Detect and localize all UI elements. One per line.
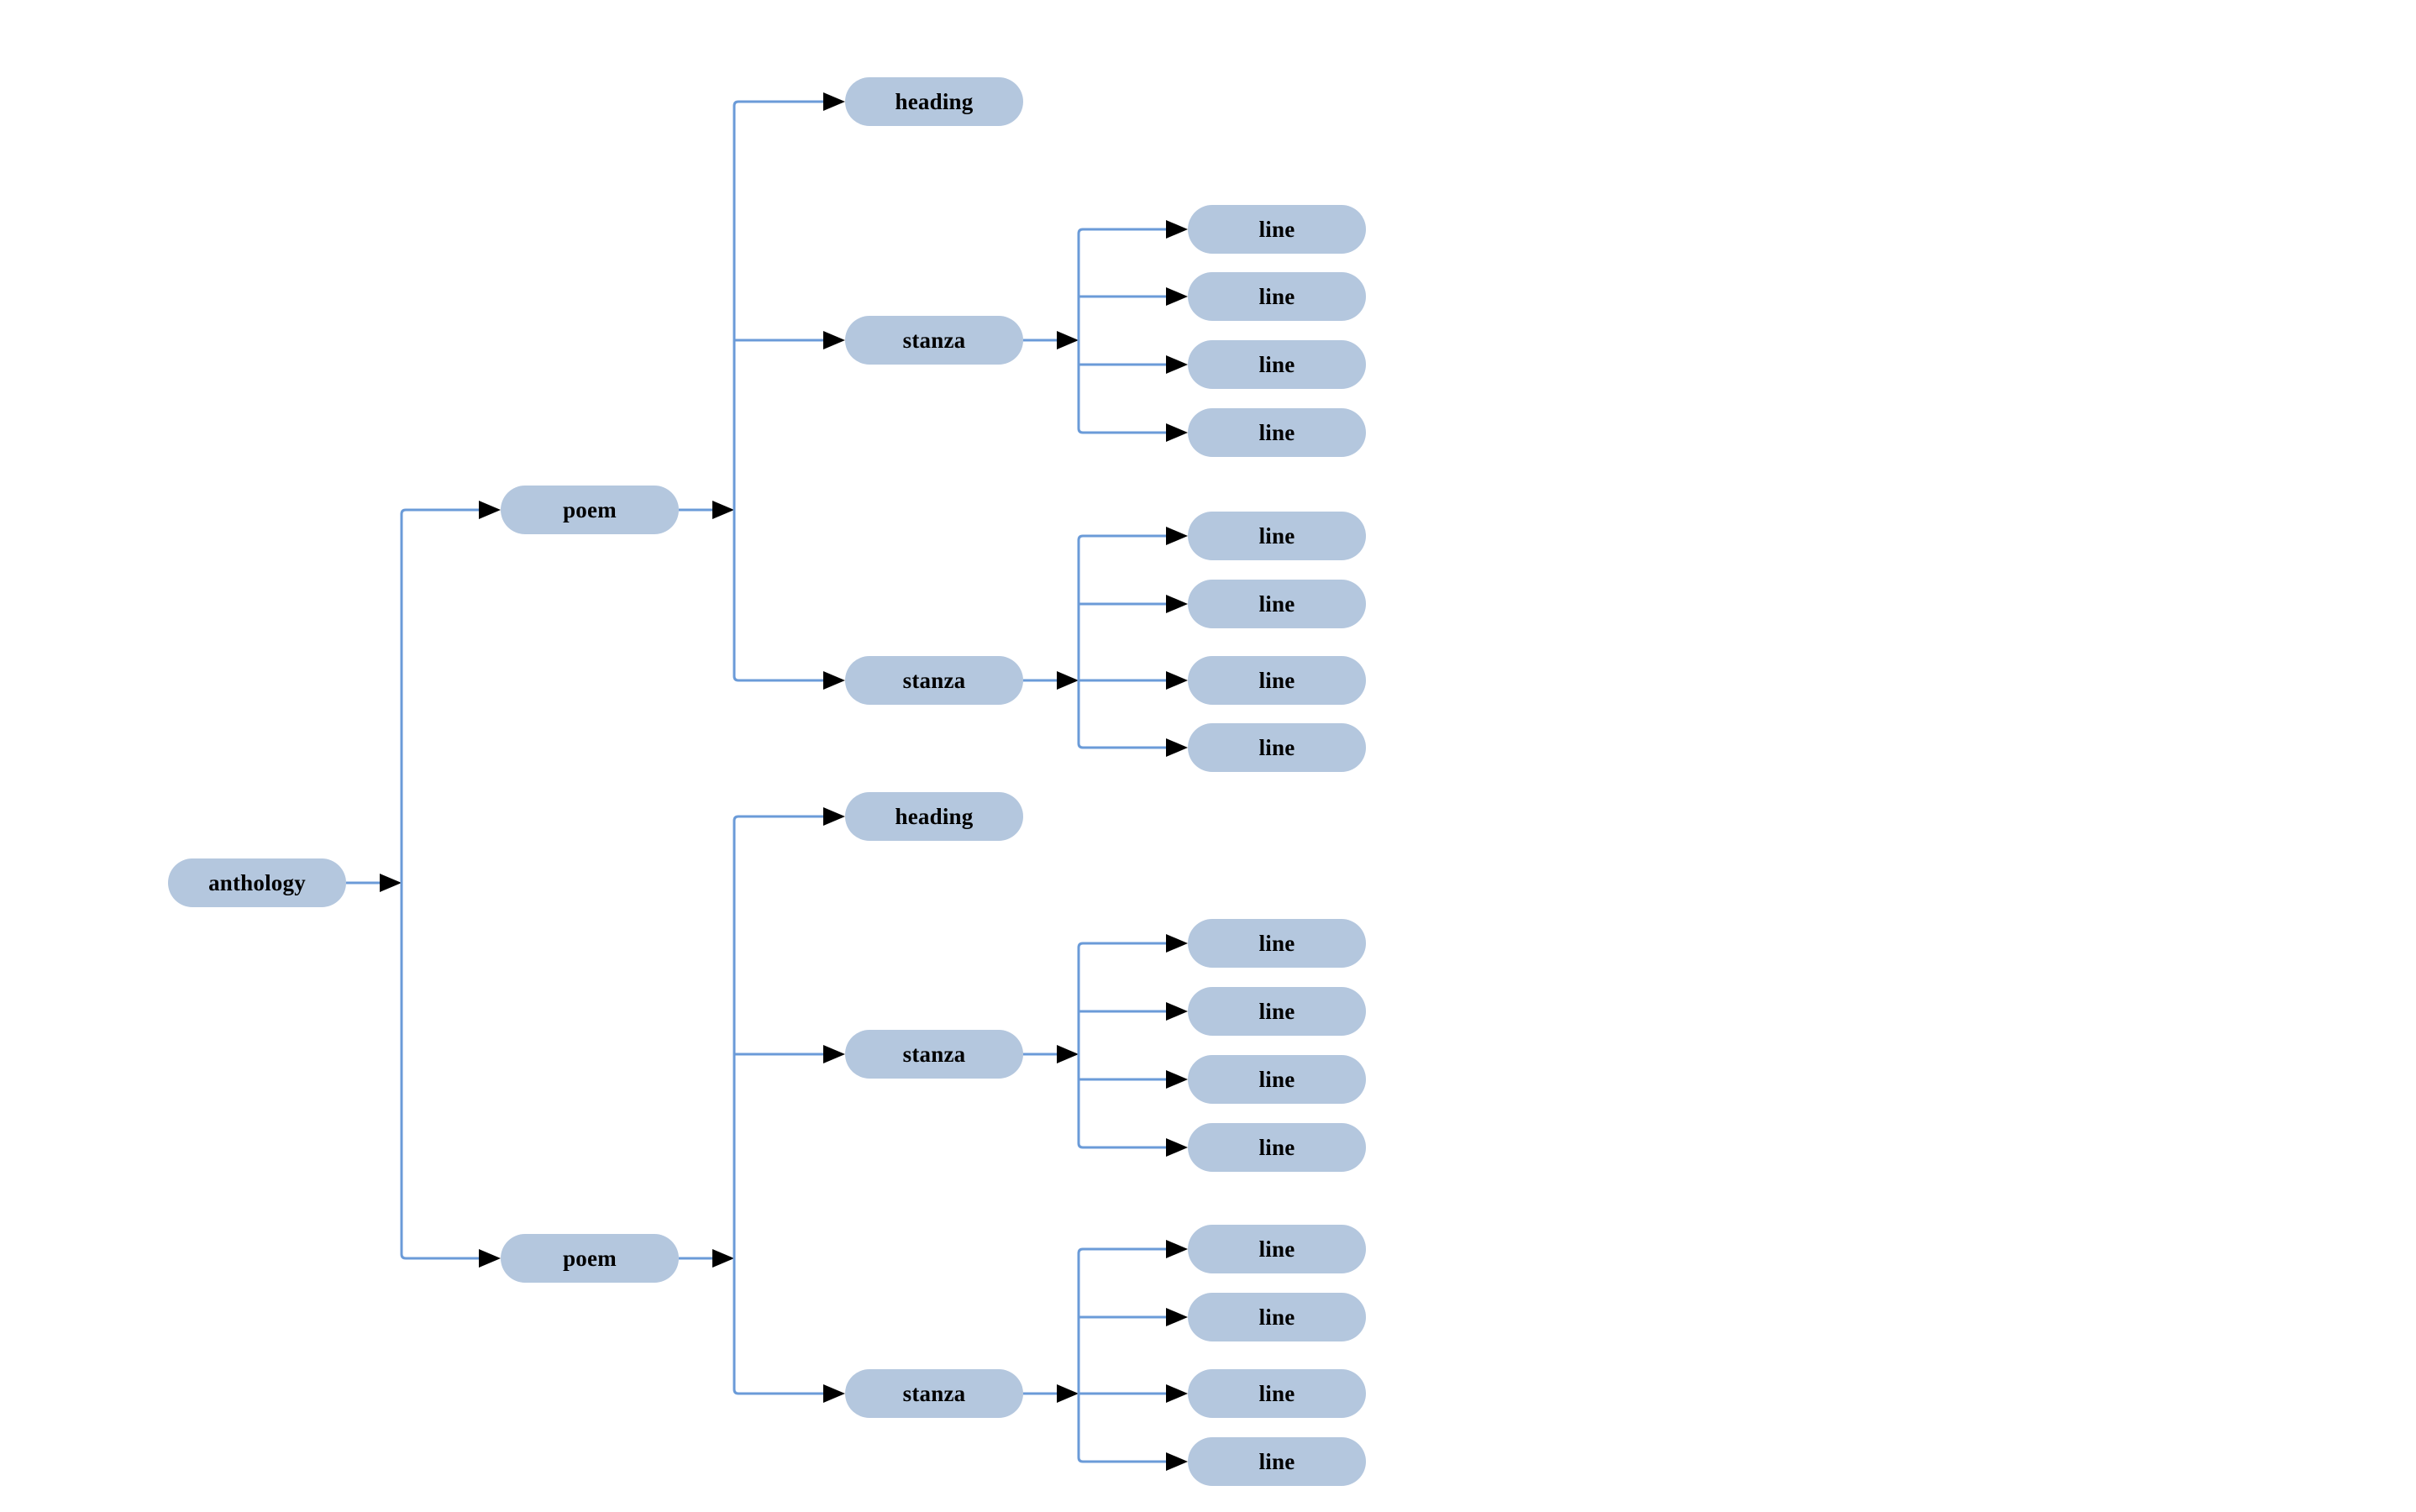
edge-arrowhead — [1057, 671, 1079, 690]
edge-line — [733, 815, 739, 1395]
edge-arrowhead — [1057, 1045, 1079, 1063]
node-label: stanza — [902, 327, 966, 353]
node-p2-s1-l1[interactable]: line — [1188, 919, 1366, 968]
node-label: line — [1258, 667, 1295, 693]
node-label: line — [1258, 216, 1295, 242]
edge-arrowhead — [1166, 595, 1188, 613]
node-anthology[interactable]: anthology — [168, 858, 346, 907]
edge-arrowhead — [479, 501, 501, 519]
node-p2-s2-l4[interactable]: line — [1188, 1437, 1366, 1486]
edge-arrowhead — [823, 331, 845, 349]
edge-arrowhead — [1166, 1002, 1188, 1021]
node-p1-s1-l2[interactable]: line — [1188, 272, 1366, 321]
node-p1-s2-l3[interactable]: line — [1188, 656, 1366, 705]
edge-arrowhead — [380, 874, 402, 892]
edge-arrowhead — [479, 1249, 501, 1268]
edge-arrowhead — [1166, 527, 1188, 545]
edge-arrowhead — [712, 1249, 734, 1268]
node-label: poem — [563, 1245, 617, 1271]
edge-arrowhead — [1057, 1384, 1079, 1403]
edge-arrowhead — [1166, 671, 1188, 690]
edge-arrowhead — [1166, 1240, 1188, 1258]
node-label: line — [1258, 930, 1295, 956]
node-label: line — [1258, 1380, 1295, 1406]
node-p1-stanza1[interactable]: stanza — [845, 316, 1023, 365]
edge-arrowhead — [1166, 1452, 1188, 1471]
node-label: stanza — [902, 1380, 966, 1406]
node-label: line — [1258, 1304, 1295, 1330]
node-label: line — [1258, 591, 1295, 617]
node-label: anthology — [208, 869, 306, 895]
edge-arrowhead — [823, 671, 845, 690]
node-p1-s2-l1[interactable]: line — [1188, 512, 1366, 560]
node-p2-s1-l3[interactable]: line — [1188, 1055, 1366, 1104]
edge-arrowhead — [1166, 1308, 1188, 1326]
edge-arrowhead — [1166, 1138, 1188, 1157]
node-p1-s1-l4[interactable]: line — [1188, 408, 1366, 457]
edge-arrowhead — [823, 1045, 845, 1063]
node-label: stanza — [902, 667, 966, 693]
node-label: heading — [895, 88, 974, 114]
node-p2-stanza1[interactable]: stanza — [845, 1030, 1023, 1079]
node-p2-s1-l2[interactable]: line — [1188, 987, 1366, 1036]
edge-arrowhead — [712, 501, 734, 519]
edge-arrowhead — [1166, 423, 1188, 442]
node-label: heading — [895, 803, 974, 829]
node-p1-s1-l1[interactable]: line — [1188, 205, 1366, 254]
node-p2-s2-l1[interactable]: line — [1188, 1225, 1366, 1273]
node-p1-s1-l3[interactable]: line — [1188, 340, 1366, 389]
edge-arrowhead — [823, 1384, 845, 1403]
edge-arrowhead — [1166, 1384, 1188, 1403]
edge-arrowhead — [1166, 934, 1188, 953]
node-label: poem — [563, 496, 617, 522]
edge-line — [400, 508, 407, 1260]
node-p2-stanza2[interactable]: stanza — [845, 1369, 1023, 1418]
edge-arrowhead — [1057, 331, 1079, 349]
edge-line — [1077, 1247, 1084, 1463]
edge-arrowhead — [1166, 220, 1188, 239]
edge-arrowhead — [823, 92, 845, 111]
node-label: line — [1258, 283, 1295, 309]
edge-arrowhead — [1166, 287, 1188, 306]
node-label: line — [1258, 1236, 1295, 1262]
edge-arrowhead — [1166, 738, 1188, 757]
node-p2-s2-l2[interactable]: line — [1188, 1293, 1366, 1341]
node-p1-s2-l4[interactable]: line — [1188, 723, 1366, 772]
node-p1-s2-l2[interactable]: line — [1188, 580, 1366, 628]
node-p2-heading[interactable]: heading — [845, 792, 1023, 841]
node-label: stanza — [902, 1041, 966, 1067]
edge-arrowhead — [823, 807, 845, 826]
node-p1-heading[interactable]: heading — [845, 77, 1023, 126]
edge-arrowhead — [1166, 355, 1188, 374]
edge-line — [733, 100, 739, 682]
node-label: line — [1258, 1134, 1295, 1160]
edge-line — [1077, 942, 1084, 1149]
node-p1-stanza2[interactable]: stanza — [845, 656, 1023, 705]
node-label: line — [1258, 1066, 1295, 1092]
edge-arrowhead — [1166, 1070, 1188, 1089]
node-p2-s1-l4[interactable]: line — [1188, 1123, 1366, 1172]
node-label: line — [1258, 522, 1295, 549]
node-label: line — [1258, 734, 1295, 760]
node-p2-s2-l3[interactable]: line — [1188, 1369, 1366, 1418]
node-label: line — [1258, 351, 1295, 377]
node-poem1[interactable]: poem — [501, 486, 679, 534]
edge-line — [1077, 534, 1084, 749]
node-poem2[interactable]: poem — [501, 1234, 679, 1283]
node-label: line — [1258, 1448, 1295, 1474]
edge-line — [1077, 228, 1084, 434]
node-label: line — [1258, 419, 1295, 445]
node-label: line — [1258, 998, 1295, 1024]
